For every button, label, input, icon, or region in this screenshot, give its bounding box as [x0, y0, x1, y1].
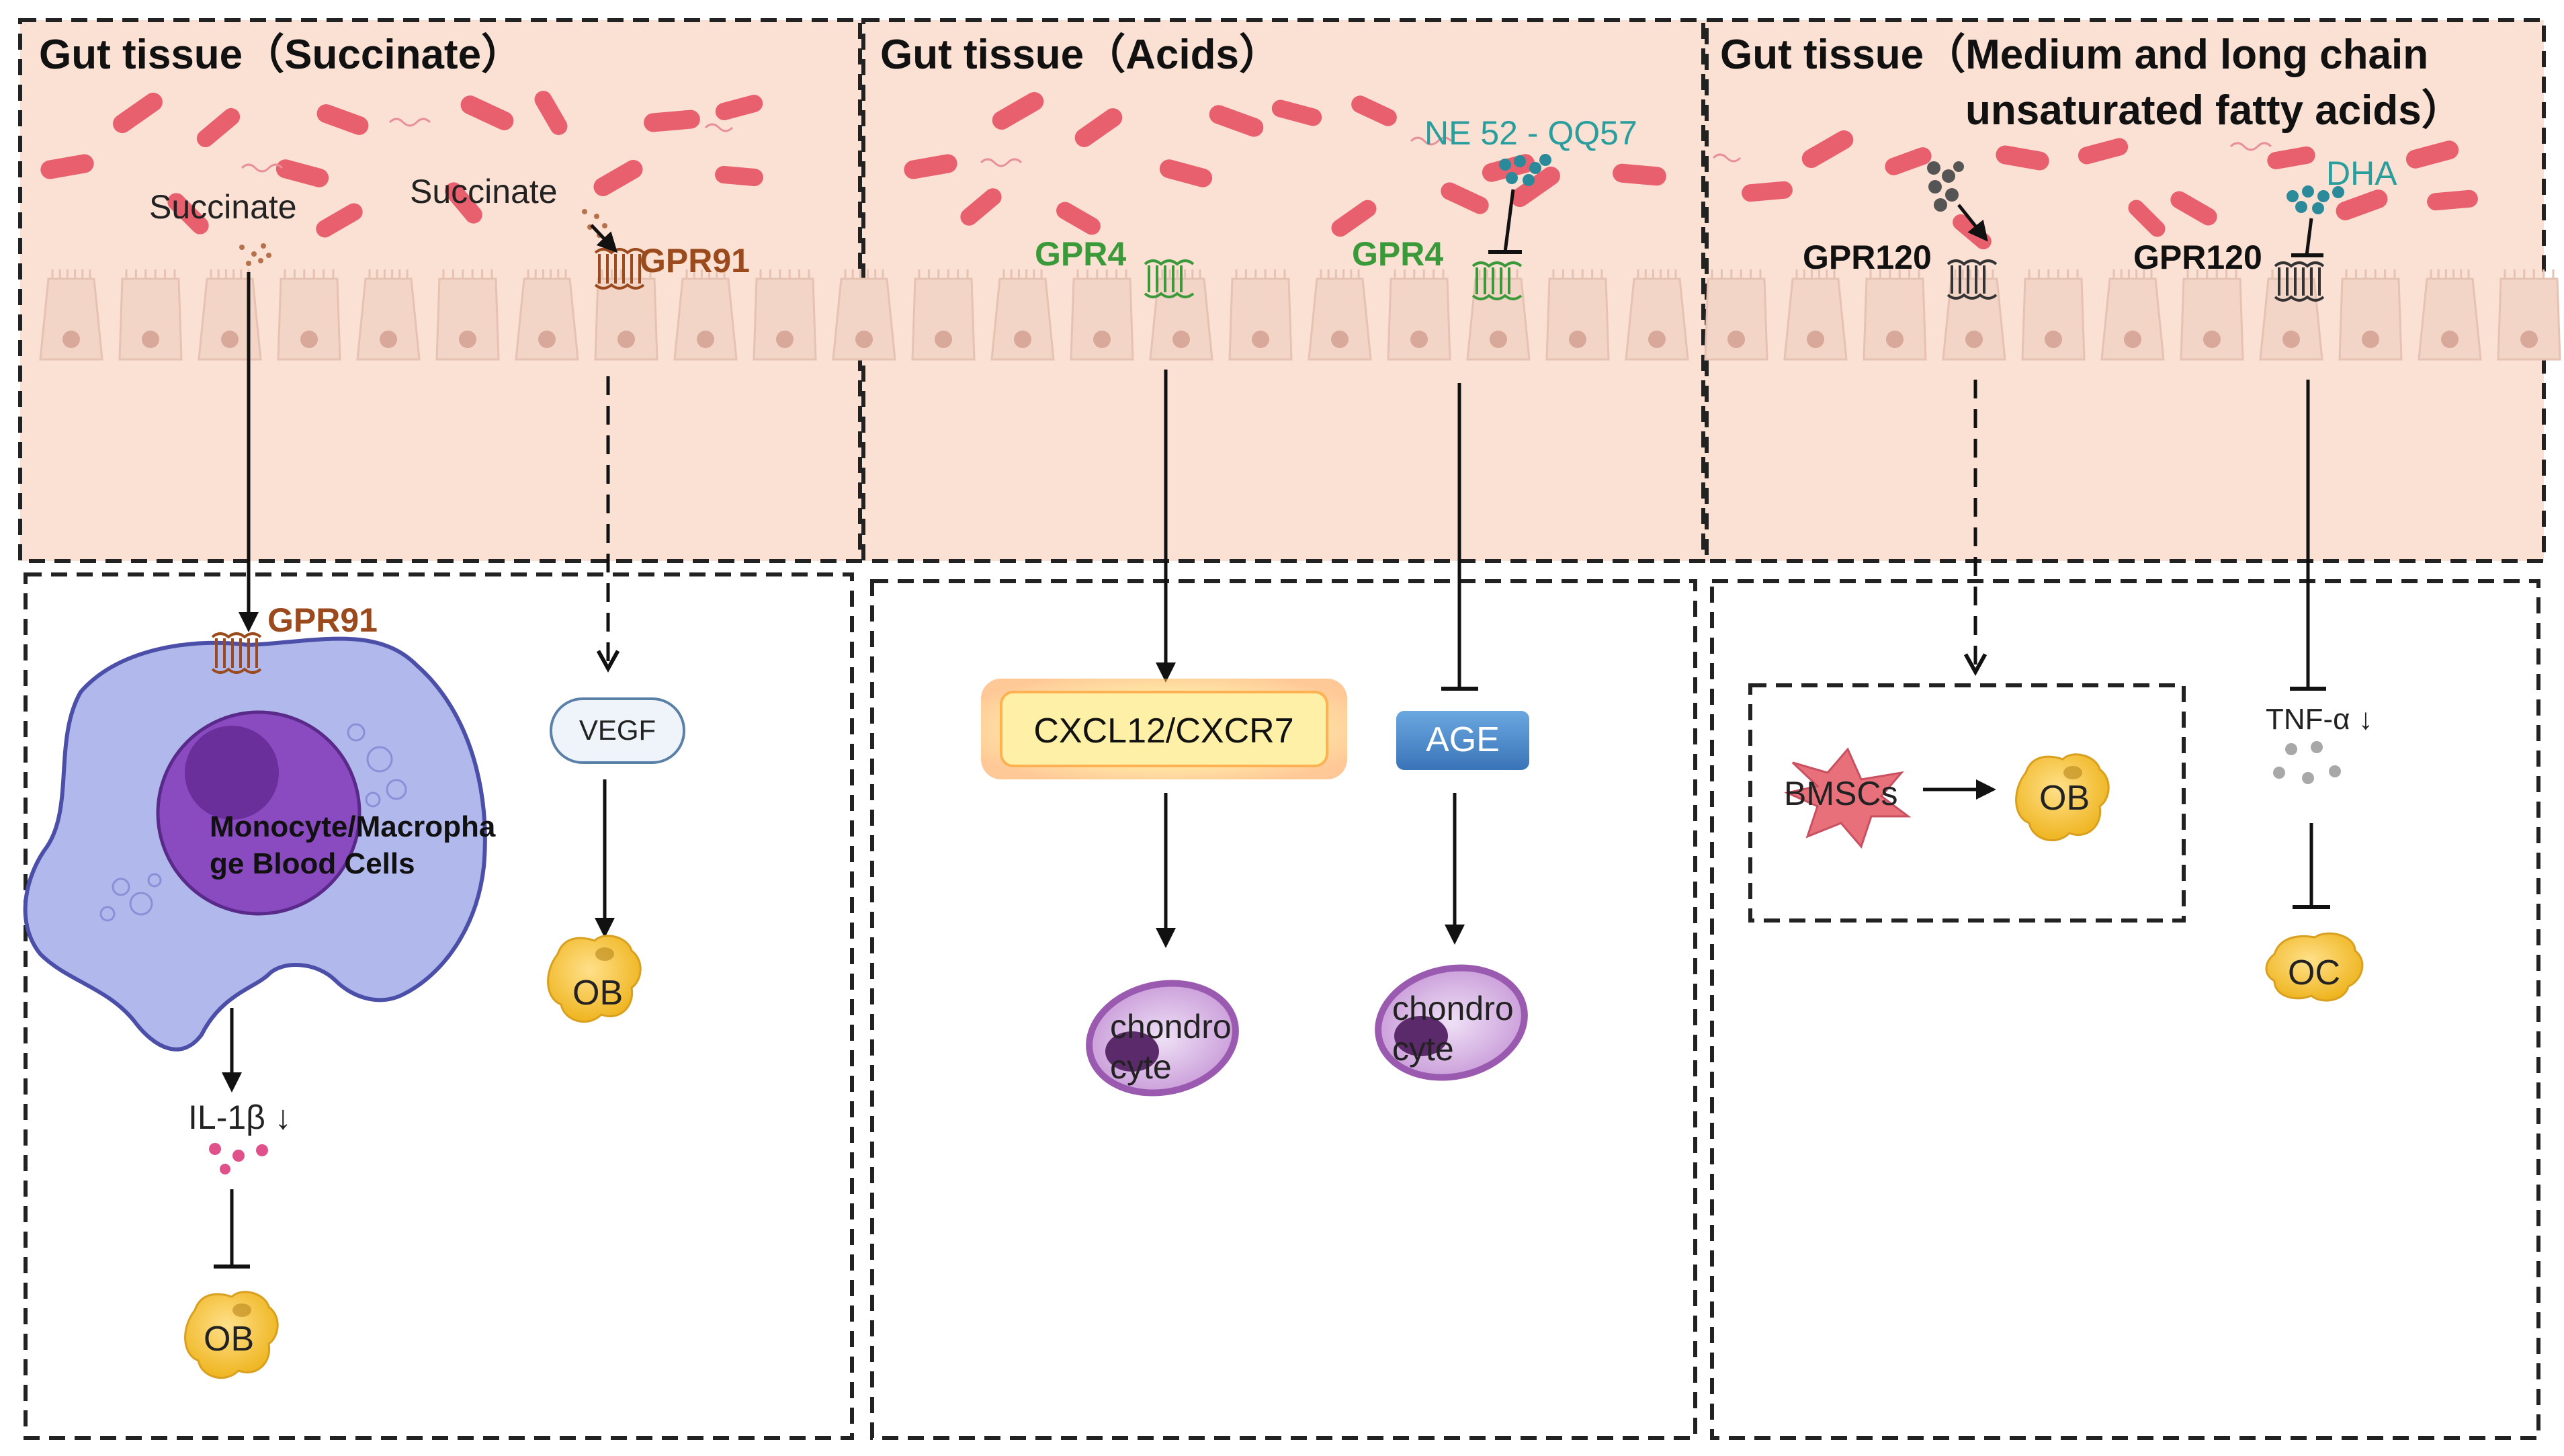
il1b-label: IL-1β ↓: [188, 1099, 292, 1136]
acid-molecules: [1499, 154, 1551, 186]
cxcl12-cxcr7-box: [1000, 691, 1328, 767]
epithelial-cell: [753, 269, 817, 361]
cxcl12-cxcr7-label: CXCL12/CXCR7: [1033, 712, 1293, 751]
panel-1-succinate: Succinate Succinate GPR91: [23, 173, 750, 1379]
monocyte-label-line1: Monocyte/Macropha: [210, 810, 496, 843]
succinate-molecules-left: [239, 243, 271, 266]
panel-2-acids: NE 52 - QQ57 GPR4 GPR4 CXCL12/CXCR7: [981, 114, 1637, 1097]
epithelial-cell: [118, 269, 183, 361]
acid-inhibits-gpr4-line: [1503, 189, 1515, 253]
bmscs-label: BMSCs: [1784, 775, 1897, 812]
vegf-box: [550, 697, 685, 764]
epithelial-cell: [2259, 269, 2323, 361]
gpr4-left-label: GPR4: [1035, 235, 1126, 273]
epithelial-cell: [2021, 269, 2086, 361]
monocyte-label-line2: ge Blood Cells: [210, 847, 415, 880]
epithelial-cell: [1149, 269, 1213, 361]
osteoblast-cell-right: [547, 935, 642, 1023]
special-bacteria: [241, 118, 2388, 220]
osteoclast-cell: [2265, 932, 2364, 1002]
chondrocyte-right-line2: cyte: [1392, 1030, 1454, 1068]
monocyte-macrophage-cell: [23, 636, 487, 1052]
epithelial-cell: [1863, 269, 1927, 361]
gpr4-receptor-left: [1144, 259, 1195, 298]
epithelial-cell: [39, 269, 103, 361]
epithelial-cell: [2418, 269, 2482, 361]
oc-label: OC: [2288, 953, 2340, 992]
osteoblast-cell-panel3: [2015, 753, 2110, 842]
chondrocyte-left-line2: cyte: [1110, 1048, 1172, 1086]
dha-inhibits-gpr120-line: [2305, 218, 2313, 256]
gpr120-receptor-left: [1947, 259, 1998, 300]
epithelial-cell: [2180, 269, 2244, 361]
fatty-acid-molecules: [1927, 161, 1964, 212]
gpr91-monocyte-label: GPR91: [267, 601, 378, 639]
gpr4-receptor-right: [1471, 261, 1523, 300]
epithelial-cell: [673, 269, 738, 361]
chondrocyte-left-line1: chondro: [1110, 1008, 1232, 1045]
ne52-qq57-label: NE 52 - QQ57: [1424, 114, 1637, 152]
ob-left-label: OB: [204, 1320, 254, 1359]
epithelial-cell: [356, 269, 421, 361]
osteoblast-cell-left: [184, 1291, 279, 1379]
il1b-molecules: [209, 1143, 268, 1174]
epithelial-cell: [1625, 269, 1689, 361]
succinate-right-label: Succinate: [410, 173, 558, 210]
succinate-to-gpr91-arrow: [590, 224, 618, 253]
epithelial-cell: [2497, 269, 2561, 361]
age-box: [1396, 711, 1529, 770]
panel-3-title-line1: Gut tissue（Medium and long chain: [1720, 31, 2428, 78]
epithelial-cell: [1704, 269, 1768, 361]
tnf-molecules: [2273, 741, 2341, 784]
age-label: AGE: [1426, 720, 1500, 759]
dha-label: DHA: [2326, 155, 2397, 192]
epithelial-cell: [832, 269, 896, 361]
gpr120-receptor-right: [2274, 261, 2325, 302]
ob-panel3-label: OB: [2039, 779, 2090, 818]
gpr120-right-label: GPR120: [2133, 239, 2262, 276]
intestinal-epithelium: [39, 269, 2561, 361]
gpr120-left-label: GPR120: [1803, 239, 1932, 276]
bmsc-cell: [1784, 747, 1912, 849]
succinate-left-label: Succinate: [149, 188, 297, 226]
dha-molecules: [2287, 185, 2344, 214]
chondrocyte-right: [1375, 964, 1528, 1081]
epithelial-cell: [1070, 269, 1134, 361]
panel-1-title: Gut tissue（Succinate）: [39, 31, 523, 78]
epithelial-cell: [1228, 269, 1293, 361]
panel-3-fatty-acids: DHA GPR120 GPR120 BMSCs: [1748, 155, 2397, 1002]
gpr91-gut-label: GPR91: [640, 242, 750, 280]
epithelial-cell: [435, 269, 500, 361]
epithelial-cell: [1545, 269, 1610, 361]
vegf-label: VEGF: [579, 714, 656, 746]
ob-right-label: OB: [572, 974, 623, 1013]
epithelial-cell: [594, 269, 658, 361]
gpr91-receptor-monocyte: [211, 632, 262, 674]
chondrocyte-right-line1: chondro: [1392, 990, 1514, 1027]
epithelial-cell: [2100, 269, 2165, 361]
epithelial-cell: [198, 269, 262, 361]
bmsc-differentiation-box: [1748, 683, 2186, 923]
epithelial-cell: [1308, 269, 1372, 361]
epithelial-cell: [277, 269, 341, 361]
epithelial-cell: [1387, 269, 1451, 361]
tnf-alpha-label: TNF-α ↓: [2266, 703, 2373, 736]
fatty-acid-to-gpr120-arrow: [1957, 204, 1988, 242]
epithelial-cell: [990, 269, 1055, 361]
epithelial-cell: [515, 269, 579, 361]
epithelial-cell: [1783, 269, 1848, 361]
epithelial-cell: [911, 269, 976, 361]
panel-3-title-line2: unsaturated fatty acids）: [1965, 87, 2463, 134]
epithelial-cell: [2338, 269, 2403, 361]
panel-2-title: Gut tissue（Acids）: [880, 31, 1281, 78]
chondrocyte-left: [1086, 980, 1239, 1097]
gpr4-right-label: GPR4: [1352, 235, 1443, 273]
